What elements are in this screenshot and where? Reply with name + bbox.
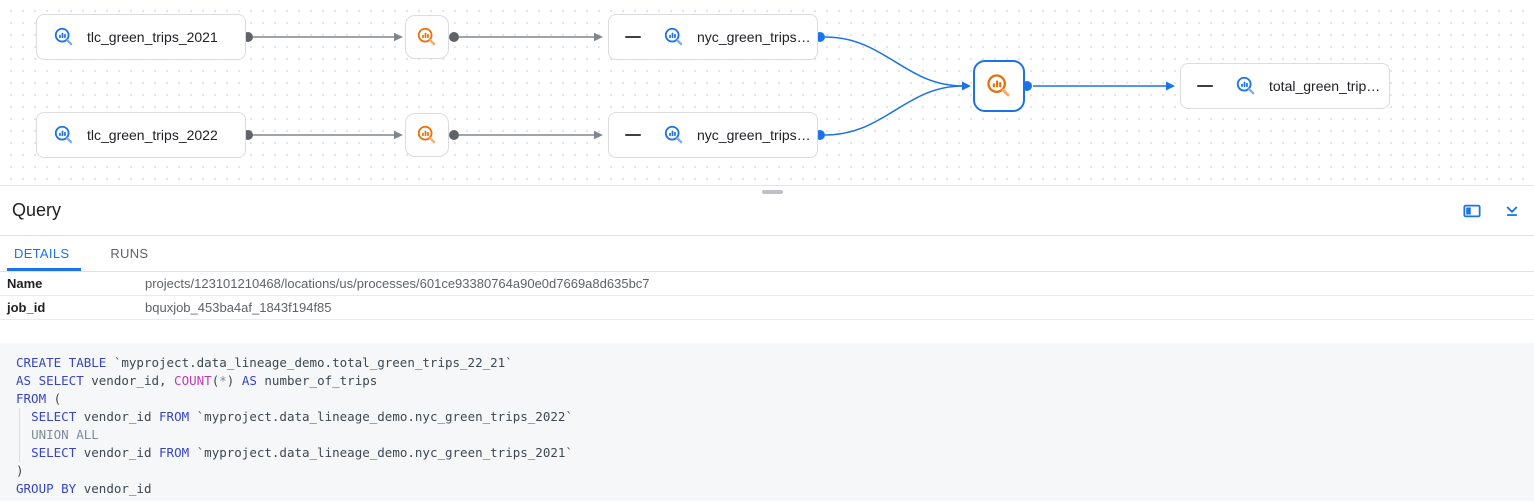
node-query-process-selected[interactable] xyxy=(973,60,1025,112)
field-row-job-id: job_id bquxjob_453ba4af_1843f194f85 xyxy=(0,296,1534,320)
collapse-panel-button[interactable] xyxy=(1500,199,1524,223)
code-line: AS SELECT vendor_id, COUNT(*) AS number_… xyxy=(16,372,1534,390)
node-label: nyc_green_trips… xyxy=(697,127,811,143)
code-line: GROUP BY vendor_id xyxy=(16,480,1534,498)
edge-line xyxy=(253,36,594,136)
sql-token: `myproject.data_lineage_demo.nyc_green_t… xyxy=(189,409,573,424)
node-label: nyc_green_trips… xyxy=(697,29,811,45)
panel-tabs: DETAILS RUNS xyxy=(0,236,1534,272)
sql-token: `myproject.data_lineage_demo.total_green… xyxy=(106,355,513,370)
panel-header: Query xyxy=(0,186,1534,236)
sql-token: number_of_trips xyxy=(256,373,378,388)
bigquery-table-search-icon xyxy=(663,26,685,48)
sql-token: `myproject.data_lineage_demo.nyc_green_t… xyxy=(189,445,573,460)
open-in-side-panel-button[interactable] xyxy=(1460,199,1484,223)
tab-details[interactable]: DETAILS xyxy=(0,236,83,271)
collapse-columns-toggle[interactable] xyxy=(625,35,641,39)
sql-token: CREATE TABLE xyxy=(16,355,107,370)
node-label: total_green_trip… xyxy=(1269,78,1381,94)
node-label: tlc_green_trips_2021 xyxy=(87,29,218,45)
sql-token: vendor_id xyxy=(76,445,160,460)
query-process-icon xyxy=(416,26,438,48)
node-tlc-green-trips-2022[interactable]: tlc_green_trips_2022 xyxy=(36,112,246,158)
sql-query-code: CREATE TABLE `myproject.data_lineage_dem… xyxy=(0,343,1534,501)
sql-token: UNION ALL xyxy=(31,427,99,442)
sql-token: ( xyxy=(211,373,220,388)
collapse-columns-toggle[interactable] xyxy=(1197,84,1213,88)
sql-token: GROUP BY xyxy=(16,481,77,496)
bigquery-table-search-icon xyxy=(663,124,685,146)
sql-token: * xyxy=(219,373,227,388)
field-label: job_id xyxy=(7,300,46,315)
sql-token: ( xyxy=(46,391,62,406)
panel-resize-handle[interactable] xyxy=(762,190,783,194)
sql-token: vendor_id xyxy=(76,409,160,424)
node-nyc-green-trips-2021[interactable]: nyc_green_trips… xyxy=(608,14,818,60)
sql-token: FROM xyxy=(16,391,47,406)
collapse-columns-toggle[interactable] xyxy=(625,133,641,137)
field-row-name: Name projects/123101210468/locations/us/… xyxy=(0,272,1534,296)
collapse-chevron-icon xyxy=(1506,205,1518,216)
sql-token: ) xyxy=(16,463,24,478)
query-process-icon xyxy=(416,124,438,146)
bigquery-table-search-icon xyxy=(53,26,75,48)
field-value: bquxjob_453ba4af_1843f194f85 xyxy=(145,300,332,315)
node-query-process-top[interactable] xyxy=(405,15,449,59)
sql-token: FROM xyxy=(159,445,190,460)
code-line: SELECT vendor_id FROM `myproject.data_li… xyxy=(16,444,1534,462)
sql-lines: CREATE TABLE `myproject.data_lineage_dem… xyxy=(16,354,1534,498)
selected-edge-line xyxy=(824,36,1166,136)
edge-arrowhead xyxy=(394,32,603,140)
sql-token: SELECT xyxy=(31,445,77,460)
sql-token: SELECT xyxy=(31,409,77,424)
node-total-green-trips[interactable]: total_green_trip… xyxy=(1180,63,1390,109)
bigquery-table-search-icon xyxy=(53,124,75,146)
node-nyc-green-trips-2022[interactable]: nyc_green_trips… xyxy=(608,112,818,158)
field-value: projects/123101210468/locations/us/proce… xyxy=(145,276,650,291)
node-query-process-bottom[interactable] xyxy=(405,113,449,157)
code-line: SELECT vendor_id FROM `myproject.data_li… xyxy=(16,408,1534,426)
bigquery-table-search-icon xyxy=(1235,75,1257,97)
selected-edge-arrowhead xyxy=(962,81,1175,91)
query-process-icon xyxy=(985,72,1013,100)
code-line: ) xyxy=(16,462,1534,480)
node-label: tlc_green_trips_2022 xyxy=(87,127,218,143)
sql-token: COUNT xyxy=(174,373,212,388)
code-line: FROM ( xyxy=(16,390,1534,408)
tab-runs[interactable]: RUNS xyxy=(110,246,149,261)
indent-guide xyxy=(19,408,20,462)
sql-token: vendor_id, xyxy=(83,373,175,388)
code-line: UNION ALL xyxy=(16,426,1534,444)
lineage-graph[interactable]: tlc_green_trips_2021 tlc_green_trips_202… xyxy=(0,0,1534,186)
query-details-panel: Query DETAILS RUNS Name projects/1231012… xyxy=(0,186,1534,501)
sql-token: AS SELECT xyxy=(16,373,84,388)
panel-title: Query xyxy=(12,200,62,220)
sql-token: AS xyxy=(241,373,257,388)
field-label: Name xyxy=(7,276,43,291)
node-tlc-green-trips-2021[interactable]: tlc_green_trips_2021 xyxy=(36,14,246,60)
code-line: CREATE TABLE `myproject.data_lineage_dem… xyxy=(16,354,1534,372)
sql-token: ) xyxy=(226,373,242,388)
split-view-icon xyxy=(1463,204,1481,217)
sql-token: vendor_id xyxy=(76,481,152,496)
sql-token: FROM xyxy=(159,409,190,424)
